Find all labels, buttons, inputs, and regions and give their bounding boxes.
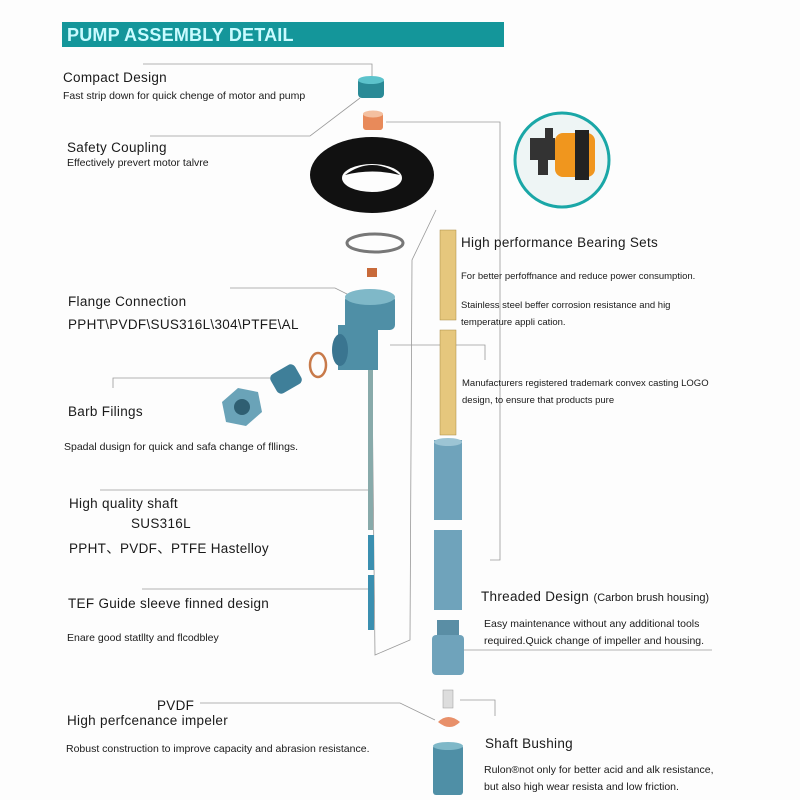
shaft-title: High quality shaft (69, 496, 178, 511)
compact-design-desc: Fast strip down for quick chenge of moto… (63, 90, 306, 102)
safety-coupling-desc: Effectively prevert motor talvre (67, 157, 209, 169)
compact-design-title: Compact Design (63, 70, 167, 85)
motor-inset-image (513, 111, 611, 209)
impeller-material: PVDF (157, 698, 195, 713)
shaft-part (368, 370, 374, 630)
impeller-title: High perfcenance impeler (67, 713, 229, 728)
small-bushing-part (367, 268, 377, 277)
carbon-brush-housing-part (432, 620, 464, 675)
barb-desc: Spadal dusign for quick and safa change … (64, 441, 299, 453)
guide-desc: Enare good statllty and flcodbley (67, 632, 219, 644)
bearing-desc-3: temperature appli cation. (461, 317, 566, 328)
flange-part (332, 289, 395, 370)
header-bar: PUMP ASSEMBLY DETAIL (62, 22, 504, 47)
compact-design-part (358, 76, 384, 98)
threaded-title: Threaded Design (481, 589, 590, 604)
impeller-part (438, 717, 460, 727)
snap-ring-part (345, 232, 405, 254)
outer-tube-part (434, 229, 462, 610)
bearing-desc-1: For better perfoffnance and reduce power… (461, 271, 696, 282)
bushing-desc-1: Rulon®not only for better acid and alk r… (484, 764, 714, 776)
bearing-desc-2: Stainless steel beffer corrosion resista… (461, 300, 671, 311)
safety-coupling-title: Safety Coupling (67, 140, 167, 155)
threaded-desc-1: Easy maintenance without any additional … (484, 618, 700, 630)
shaft-bushing-part (442, 689, 454, 709)
barb-title: Barb Filings (68, 404, 143, 419)
page-title: PUMP ASSEMBLY DETAIL (67, 25, 294, 45)
bushing-title: Shaft Bushing (485, 736, 573, 751)
guide-title: TEF Guide sleeve finned design (68, 596, 270, 611)
flange-materials: PPHT\PVDF\SUS316L\304\PTFE\AL (68, 317, 299, 332)
safety-coupling-part (363, 110, 383, 130)
pump-housing-part (433, 742, 463, 795)
flange-title: Flange Connection (68, 294, 187, 309)
gasket-part (310, 137, 434, 213)
logo-desc-1: Manufacturers registered trademark conve… (462, 378, 709, 389)
barb-fitting-part (222, 364, 302, 426)
logo-desc-2: design, to ensure that products pure (462, 395, 615, 406)
shaft-material-1: SUS316L (131, 516, 191, 531)
bushing-desc-2: but also high wear resista and low frict… (484, 781, 679, 793)
threaded-heading: Threaded Design (Carbon brush housing) (481, 588, 709, 606)
threaded-subtitle: (Carbon brush housing) (593, 592, 710, 604)
o-ring-part (308, 351, 328, 379)
bearing-title: High performance Bearing Sets (461, 235, 659, 250)
shaft-material-2: PPHT、PVDF、PTFE Hastelloy (69, 541, 269, 556)
threaded-desc-2: required.Quick change of impeller and ho… (484, 635, 705, 647)
impeller-desc: Robust construction to improve capacity … (66, 743, 370, 755)
